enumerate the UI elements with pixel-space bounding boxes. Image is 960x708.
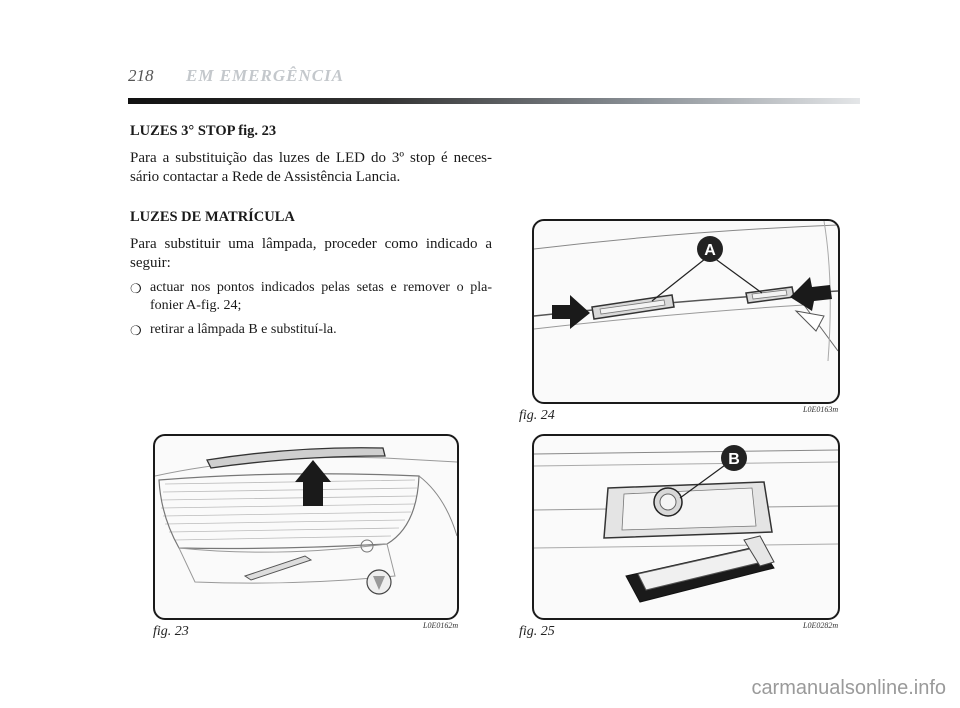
figure-25-image: B	[532, 434, 840, 620]
third-stop-light	[206, 447, 386, 469]
figure-24-code: L0E0163m	[803, 405, 839, 414]
arrow-up-icon	[295, 460, 331, 506]
arrow-left-icon	[790, 277, 832, 311]
page-number: 218	[128, 66, 154, 85]
instruction-list: ❍ actuar nos pontos indicados pelas seta…	[130, 279, 492, 339]
figure-25-drawing: B	[534, 445, 838, 603]
text-column: LUZES 3° STOP fig. 23 Para a substituiçã…	[130, 122, 492, 345]
callout-b-label: B	[728, 451, 740, 468]
paragraph-third-stop-lights: Para a substituição das luzes de LED do …	[130, 150, 492, 185]
list-item-text: actuar nos pontos indicados pelas setas …	[150, 280, 492, 313]
callout-a-label: A	[704, 242, 716, 259]
heading-third-stop-lights: LUZES 3° STOP fig. 23	[130, 123, 277, 139]
arrow-right-icon	[552, 295, 590, 329]
bullet-circle-icon: ❍	[130, 323, 142, 338]
figure-24-caption: fig. 24	[519, 408, 555, 423]
heading-license-plate-lights: LUZES DE MATRÍCULA	[130, 209, 295, 225]
list-item: ❍ retirar a lâmpada B e substituí-la.	[130, 321, 492, 339]
list-item-text: retirar a lâmpada B e substituí-la.	[150, 322, 337, 337]
paragraph-license-plate-lights: Para substituir uma lâmpada, proceder co…	[130, 236, 492, 271]
figure-25-code: L0E0282m	[803, 621, 839, 630]
figure-24-drawing: A	[534, 221, 838, 362]
figure-24-image: A	[532, 219, 840, 404]
section-title: EM EMERGÊNCIA	[186, 66, 345, 85]
figure-23-image	[153, 434, 459, 620]
header-rule	[128, 98, 860, 104]
watermark: carmanualsonline.info	[751, 677, 946, 699]
figure-23-drawing	[155, 447, 457, 595]
figure-23-caption: fig. 23	[153, 624, 189, 639]
plafonier-right	[745, 286, 795, 304]
list-item: ❍ actuar nos pontos indicados pelas seta…	[130, 279, 492, 315]
plafonier-left	[591, 294, 675, 320]
figure-25-caption: fig. 25	[519, 624, 555, 639]
plafonier-removed	[625, 535, 775, 603]
figure-23-code: L0E0162m	[423, 621, 459, 630]
bullet-circle-icon: ❍	[130, 281, 142, 296]
